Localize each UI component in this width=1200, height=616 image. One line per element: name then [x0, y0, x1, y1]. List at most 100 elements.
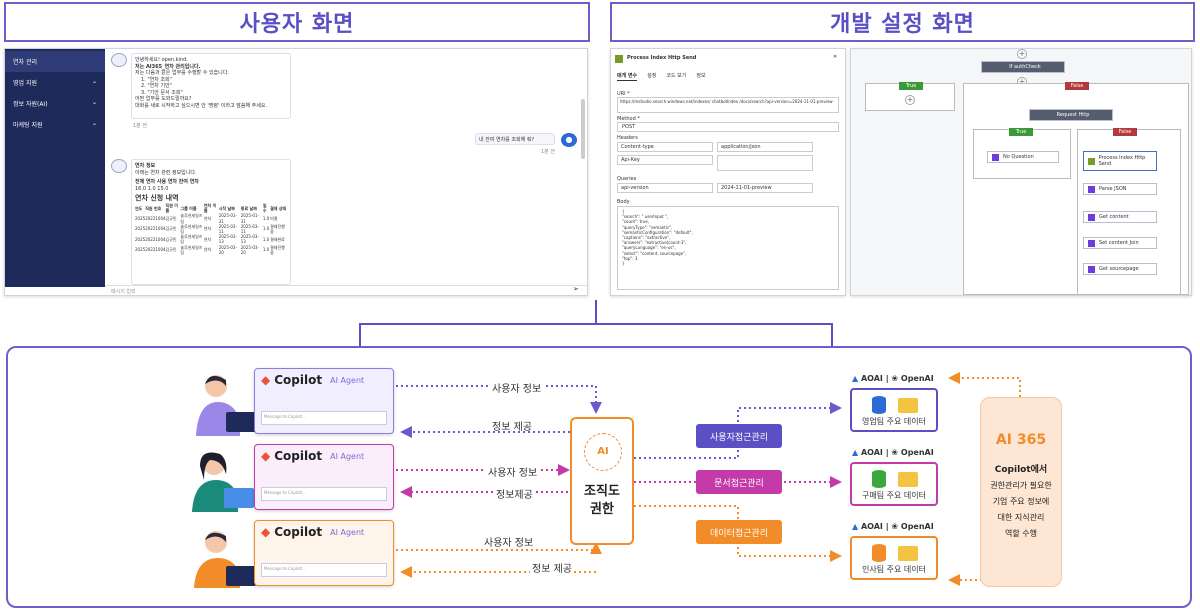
action-icon — [1088, 239, 1095, 247]
dev-settings-panel: Process Index Http Send ✕ 매개 변수 설정 코드 보기… — [610, 48, 846, 296]
query-key-1[interactable]: api-version — [617, 183, 713, 193]
send-icon[interactable]: ➢ — [573, 285, 579, 293]
timestamp: 1분 전 — [541, 149, 555, 155]
bot-avatar — [111, 159, 127, 173]
database-icon — [872, 470, 886, 488]
true-tag: True — [899, 82, 923, 90]
greeting-bubble: 안녕하세요! open.kind.저는 AI365_연차 관리입니다.저는 다음… — [131, 53, 291, 119]
aoai-openai-label: ▲ AOAI | ❀ OpenAI — [852, 374, 934, 383]
openai-icon: ❀ — [891, 374, 899, 383]
action-title: Process Index Http Send — [627, 55, 697, 61]
flow-node-get-sourcepage[interactable]: Get sourcepage — [1083, 263, 1157, 275]
flow-label-user-info: 사용자 정보 — [486, 464, 540, 479]
body-field[interactable]: {"search": " userInput ","count": true,"… — [617, 206, 839, 290]
action-icon — [992, 153, 999, 161]
azure-icon: ▲ — [852, 374, 859, 383]
uri-field[interactable]: https://msitudio.search.windows.net/inde… — [617, 97, 839, 113]
leave-info-bubble: 연차 정보 아래는 연차 관련 정보입니다. 전체 연차 사용 연차 잔여 연차… — [131, 159, 291, 285]
header-key-1[interactable]: Content-type — [617, 142, 713, 152]
sidebar-item-marketing[interactable]: 마케팅 지원⌄ — [13, 120, 97, 129]
user-person-icon — [192, 452, 254, 512]
diagram-frame — [6, 346, 1192, 608]
aoai-openai-label: ▲ AOAI | ❀ OpenAI — [852, 448, 934, 457]
db-hr: 인사팀 주요 데이터 — [850, 536, 938, 580]
uri-label: URI * — [617, 91, 630, 97]
header-value-1[interactable]: application/json — [717, 142, 813, 152]
close-icon[interactable]: ✕ — [833, 54, 838, 60]
copilot-input[interactable]: Message to Copilot... — [261, 411, 387, 425]
folder-icon — [898, 398, 918, 413]
flow-panel: + If authCheck + True + False Request Ht… — [850, 48, 1192, 296]
ai365-box: AI 365 Copilot에서 권한관리가 필요한 기업 주요 정보에 대한 … — [980, 397, 1062, 587]
copilot-input[interactable]: Message to Copilot... — [261, 563, 387, 577]
add-step-icon[interactable]: + — [905, 95, 915, 105]
flow-node-request[interactable]: Request Http — [1029, 109, 1113, 121]
aoai-openai-label: ▲ AOAI | ❀ OpenAI — [852, 522, 934, 531]
action-icon — [1088, 265, 1095, 273]
db-purchase: 구매팀 주요 데이터 — [850, 462, 938, 506]
tab-info[interactable]: 정보 — [696, 73, 706, 79]
header-key-2[interactable]: Api-Key — [617, 155, 713, 165]
flow-node-parse-json[interactable]: Parse JSON — [1083, 183, 1157, 195]
flow-node-process-index[interactable]: Process Index Http Send — [1083, 151, 1157, 171]
timestamp: 1분 전 — [133, 123, 147, 129]
chat-sidebar: 연차 관리 영업 지원⌄ 정보 자원(AI)⌄ 마케팅 지원⌄ — [5, 49, 105, 287]
tab-params[interactable]: 매개 변수 — [617, 73, 638, 81]
ai365-title: AI 365 — [995, 432, 1047, 448]
queries-label: Queries — [617, 176, 637, 182]
headers-label: Headers — [617, 135, 638, 141]
sidebar-item-sales[interactable]: 영업 지원⌄ — [13, 78, 97, 87]
chat-input[interactable]: 메시지 입력 — [105, 285, 587, 295]
ai365-description: Copilot에서 권한관리가 필요한 기업 주요 정보에 대한 지식관리 역할… — [990, 465, 1052, 538]
header-value-2[interactable] — [717, 155, 813, 171]
settings-tabs: 매개 변수 설정 코드 보기 정보 — [617, 73, 706, 81]
folder-icon — [898, 472, 918, 487]
copilot-input[interactable]: Message to Copilot... — [261, 487, 387, 501]
true-tag: True — [1009, 128, 1033, 136]
flow-label-user-info: 사용자 정보 — [490, 380, 544, 395]
action-icon — [1088, 213, 1095, 221]
false-tag: False — [1113, 128, 1137, 136]
copilot-logo-icon: ◆ — [261, 449, 271, 463]
openai-icon: ❀ — [891, 522, 899, 531]
chat-panel: 연차 관리 영업 지원⌄ 정보 자원(AI)⌄ 마케팅 지원⌄ 안녕하세요! o… — [4, 48, 588, 296]
query-value-1[interactable]: 2024-11-01-preview — [717, 183, 813, 193]
azure-icon: ▲ — [852, 448, 859, 457]
chat-scrollbar[interactable] — [581, 99, 585, 159]
flow-label-info-provide: 정보제공 — [494, 486, 535, 501]
access-data-management: 데이터접근관리 — [696, 520, 782, 544]
connector-bracket — [359, 300, 833, 346]
body-label: Body — [617, 199, 630, 205]
tab-code[interactable]: 코드 보기 — [666, 73, 687, 79]
action-icon — [615, 55, 623, 63]
copilot-logo-icon: ◆ — [261, 373, 271, 387]
bot-avatar — [111, 53, 127, 67]
flow-label-info-provide: 정보 제공 — [492, 422, 532, 433]
user-screen-header: 사용자 화면 — [4, 2, 590, 42]
flow-node-get-content[interactable]: Get content — [1083, 211, 1157, 223]
chevron-down-icon: ⌄ — [91, 78, 97, 85]
false-tag: False — [1065, 82, 1089, 90]
chevron-down-icon: ⌄ — [91, 99, 97, 106]
action-icon — [1088, 157, 1095, 165]
sidebar-item-info[interactable]: 정보 자원(AI)⌄ — [13, 99, 97, 108]
tab-settings[interactable]: 설정 — [647, 73, 657, 79]
sidebar-item-leave[interactable]: 연차 관리 — [5, 51, 105, 72]
flow-node-set-content[interactable]: Set content Join — [1083, 237, 1157, 249]
user-person-icon — [196, 375, 256, 436]
add-step-icon[interactable]: + — [1017, 49, 1027, 59]
flow-label-info-provide: 정보 제공 — [530, 560, 574, 575]
flow-node-auth[interactable]: If authCheck — [981, 61, 1065, 73]
flow-node-no-question[interactable]: No Question — [987, 151, 1059, 163]
chevron-down-icon: ⌄ — [91, 120, 97, 127]
method-select[interactable]: POST — [617, 122, 839, 132]
access-document-management: 문서접근관리 — [696, 470, 782, 494]
